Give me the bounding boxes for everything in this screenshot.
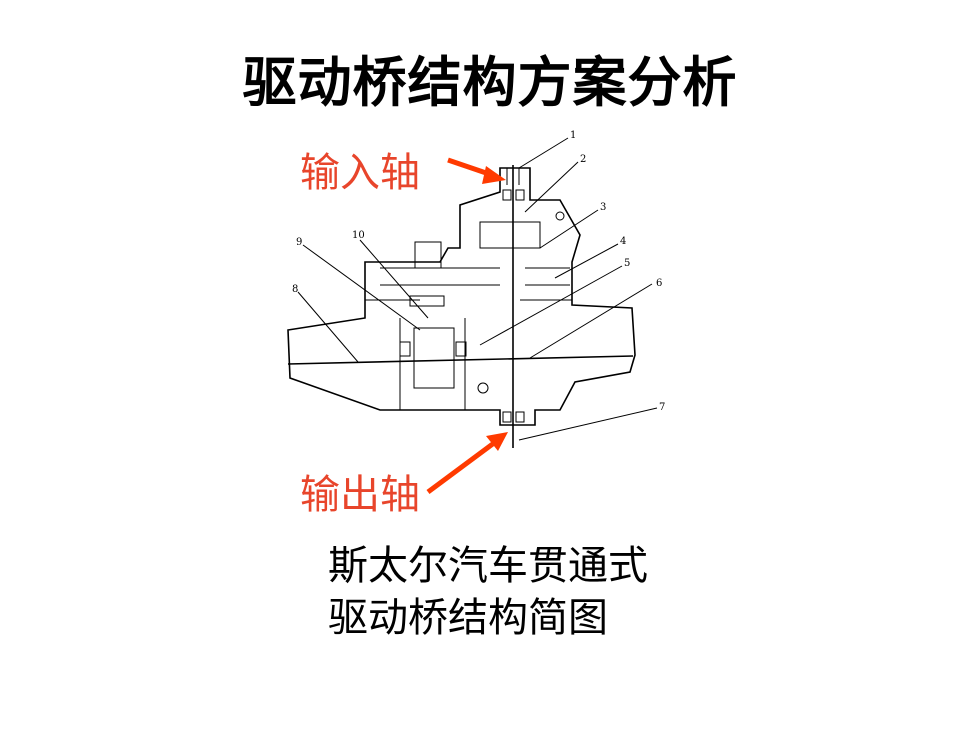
input-arrow [447, 157, 506, 184]
part-number-8: 8 [292, 284, 298, 295]
part-number-2: 2 [580, 154, 586, 165]
axle-housing [287, 167, 636, 426]
through-shaft [506, 165, 520, 448]
part-number-9: 9 [296, 237, 302, 248]
part-number-labels: 1 2 3 4 5 6 7 8 9 10 [292, 130, 665, 413]
part-number-4: 4 [620, 236, 626, 247]
input-shaft-label: 输入轴 [300, 150, 420, 196]
leader-lines [297, 137, 658, 441]
slide-title: 驱动桥结构方案分析 [242, 51, 738, 114]
part-number-3: 3 [600, 202, 606, 213]
part-number-7: 7 [659, 402, 665, 413]
gears [380, 189, 570, 423]
part-number-1: 1 [570, 130, 576, 141]
caption-line-2: 驱动桥结构简图 [328, 595, 608, 641]
part-number-6: 6 [656, 278, 662, 289]
output-arrow [426, 432, 508, 495]
half-shaft [287, 355, 634, 365]
caption-line-1: 斯太尔汽车贯通式 [328, 543, 648, 589]
part-number-5: 5 [624, 258, 630, 269]
part-number-10: 10 [352, 230, 365, 241]
output-shaft-label: 输出轴 [300, 472, 420, 518]
